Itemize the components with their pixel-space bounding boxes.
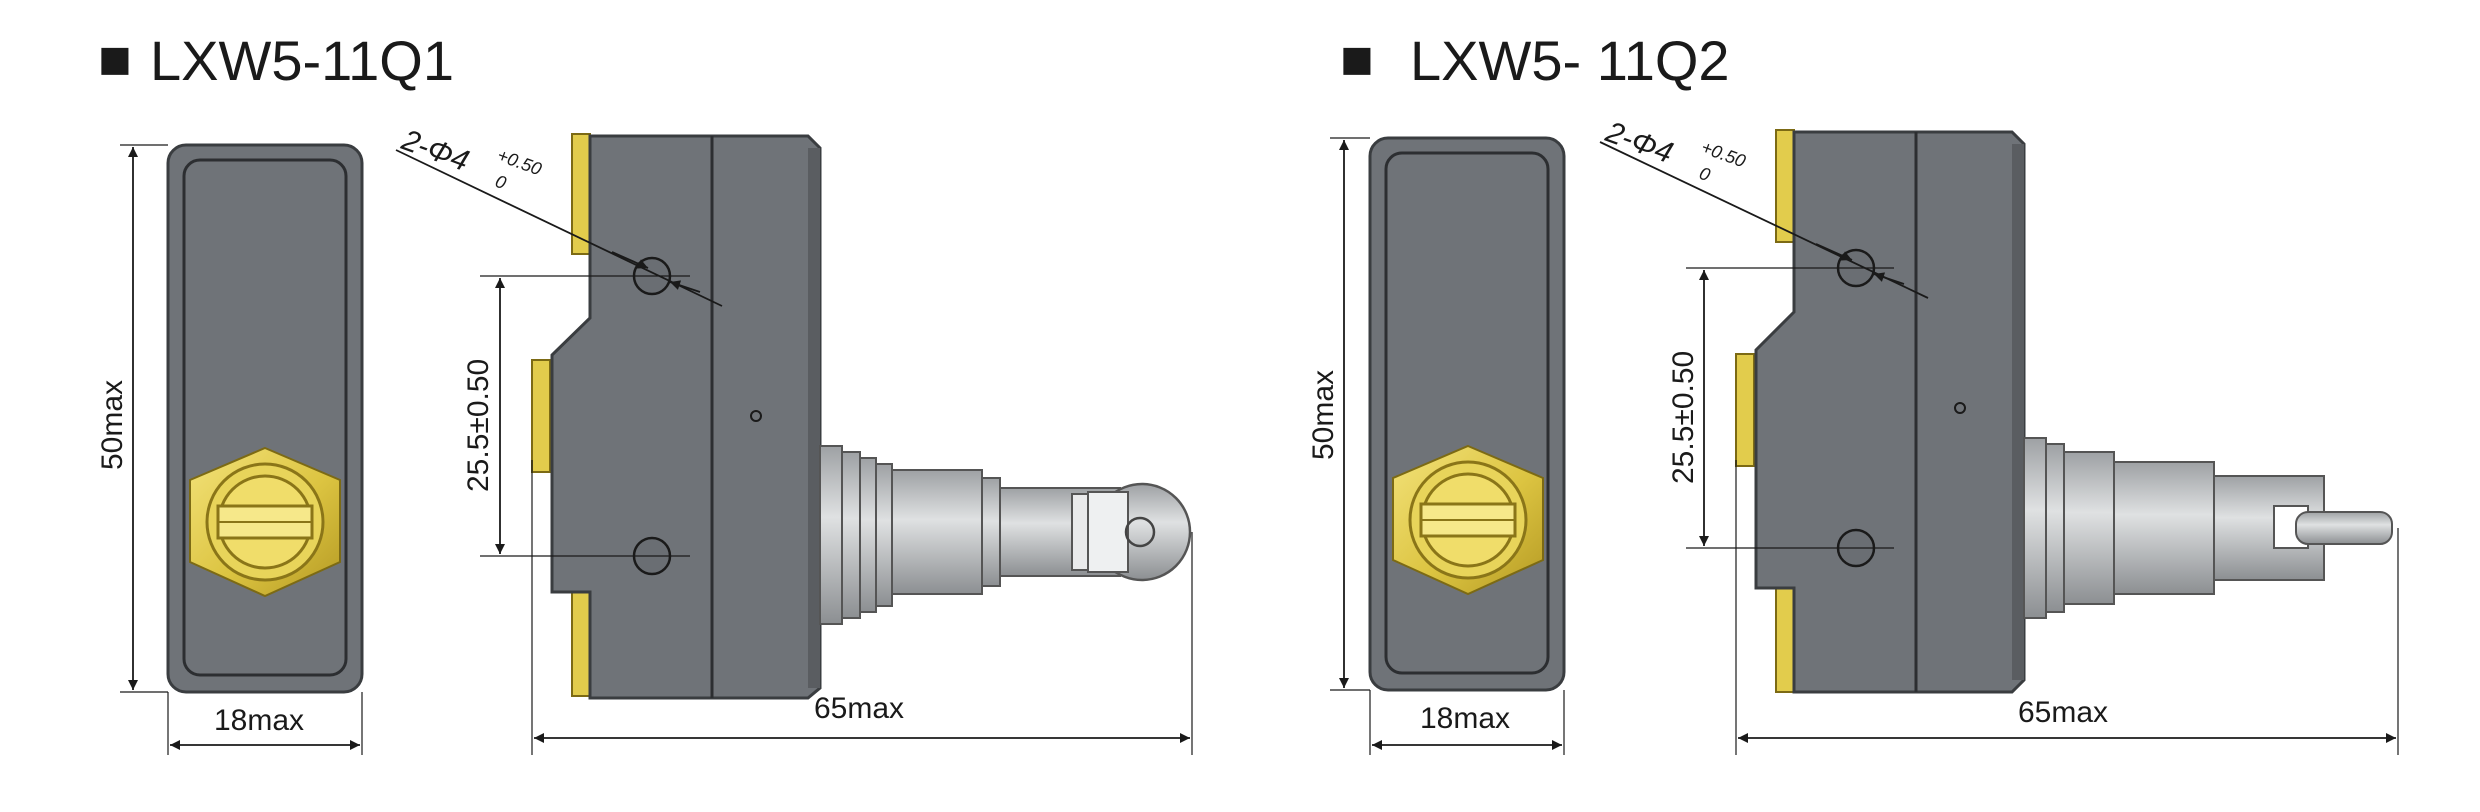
model-title-text: LXW5- 11Q2 xyxy=(1410,29,1730,92)
hole-spacing-dimension: 25.5±0.50 xyxy=(1667,267,1894,549)
hole-spacing-dimension: 25.5±0.50 xyxy=(462,275,690,557)
side-edge xyxy=(808,148,820,688)
hole-spacing-label: 25.5±0.50 xyxy=(1667,351,1700,484)
terminal-middle xyxy=(531,359,551,473)
height-dimension: 50max xyxy=(1307,137,1370,691)
plunger-shaft xyxy=(2113,461,2215,595)
hole-spacing-label: 25.5±0.50 xyxy=(462,359,495,492)
hole-leader xyxy=(395,149,723,307)
side-body xyxy=(550,134,822,700)
bullet-square: ■ xyxy=(1340,27,1374,90)
terminal-top xyxy=(1775,129,1795,243)
plunger-base xyxy=(2023,437,2047,619)
length-label: 65max xyxy=(814,692,904,725)
model-title: ■ LXW5- 11Q2 xyxy=(1340,27,1730,92)
height-dimension: 50max xyxy=(96,144,168,693)
terminal-bottom xyxy=(1775,581,1795,693)
model-lxw5-11q2: ■ LXW5- 11Q2 50max 18max xyxy=(1307,27,2399,755)
front-bevel xyxy=(182,158,348,677)
width-dimension: 18max xyxy=(167,692,363,755)
side-view xyxy=(531,133,1192,700)
plunger-shaft xyxy=(891,469,983,595)
actuator-pin xyxy=(2295,511,2393,545)
terminal-bottom xyxy=(571,589,591,697)
model-title: ■ LXW5-11Q1 xyxy=(98,27,454,92)
length-dimension: 65max xyxy=(531,460,1193,755)
length-dimension: 65max xyxy=(1735,460,2399,755)
plunger-base xyxy=(819,445,843,625)
front-body xyxy=(166,143,364,694)
length-label: 65max xyxy=(2018,696,2108,729)
hole-label: 2-Φ4 xyxy=(1601,115,1678,170)
front-bevel xyxy=(1384,151,1550,675)
hole-tol-lower: 0 xyxy=(1697,163,1713,185)
side-view xyxy=(1735,129,2393,694)
hole-tol-lower: 0 xyxy=(493,171,509,193)
bullet-square: ■ xyxy=(98,27,132,90)
height-label: 50max xyxy=(96,380,129,470)
width-label: 18max xyxy=(214,704,304,737)
model-title-text: LXW5-11Q1 xyxy=(150,29,454,92)
side-edge xyxy=(2012,144,2024,680)
hole-label: 2-Φ4 xyxy=(397,123,474,178)
front-view xyxy=(166,143,364,694)
pin-dot xyxy=(1954,402,1966,414)
roller-axle xyxy=(1124,516,1156,548)
model-lxw5-11q1: ■ LXW5-11Q1 50max 18max xyxy=(96,27,1193,755)
front-body xyxy=(1368,136,1566,692)
height-label: 50max xyxy=(1307,370,1340,460)
front-view xyxy=(1368,136,1566,692)
hole-leader xyxy=(1599,141,1929,299)
side-body xyxy=(1754,130,2026,694)
width-dimension: 18max xyxy=(1369,690,1565,755)
pin-dot xyxy=(750,410,762,422)
width-label: 18max xyxy=(1420,702,1510,735)
terminal-middle xyxy=(1735,353,1755,467)
